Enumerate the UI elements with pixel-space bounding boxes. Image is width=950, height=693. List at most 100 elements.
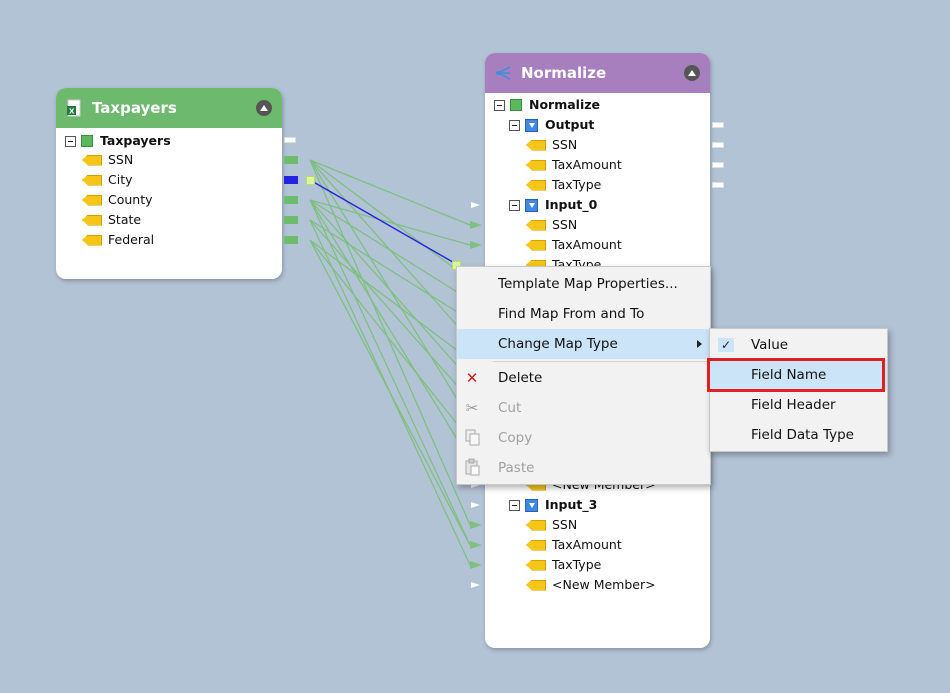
field-row[interactable]: TaxType xyxy=(526,175,601,195)
taxpayers-title: Taxpayers xyxy=(92,99,177,117)
field-label: SSN xyxy=(552,517,578,532)
taxpayers-header[interactable]: X Taxpayers xyxy=(56,88,282,128)
field-tag-icon xyxy=(82,214,102,226)
copy-icon xyxy=(461,428,483,448)
field-tag-icon xyxy=(526,559,546,571)
output-port-selected[interactable] xyxy=(284,176,298,184)
taxpayers-node[interactable]: X Taxpayers Taxpayers SSN City County St… xyxy=(56,88,282,279)
menu-item-copy[interactable]: Copy xyxy=(457,423,710,453)
submenu-item-field-header[interactable]: Field Header xyxy=(751,397,836,413)
field-label: TaxAmount xyxy=(552,157,622,172)
collapse-icon[interactable] xyxy=(256,100,272,116)
menu-item-find-map[interactable]: Find Map From and To xyxy=(498,306,645,322)
field-row[interactable]: TaxAmount xyxy=(526,155,622,175)
normalize-header[interactable]: Normalize xyxy=(485,53,710,93)
field-tag-icon xyxy=(526,139,546,151)
tree-row[interactable]: Output xyxy=(509,115,594,135)
submenu-item-field-data-type[interactable]: Field Data Type xyxy=(751,427,854,443)
input-port[interactable] xyxy=(471,482,480,488)
delete-x-icon: ✕ xyxy=(465,369,479,387)
field-row[interactable]: TaxAmount xyxy=(526,235,622,255)
scissors-icon: ✂ xyxy=(465,399,479,417)
field-tag-icon xyxy=(82,194,102,206)
normalize-root-label: Normalize xyxy=(529,97,600,112)
collapse-tree-icon[interactable] xyxy=(494,99,505,111)
menu-item-change-map-type[interactable]: Change Map Type xyxy=(457,329,710,359)
input-port[interactable] xyxy=(471,502,480,508)
record-icon xyxy=(510,99,522,111)
field-row[interactable]: SSN xyxy=(526,215,577,235)
field-label: SSN xyxy=(108,152,134,167)
output-port[interactable] xyxy=(284,236,298,244)
field-row[interactable]: <New Member> xyxy=(526,575,656,595)
field-tag-icon xyxy=(526,539,546,551)
check-icon: ✓ xyxy=(718,338,734,352)
submenu-item-value[interactable]: ✓ Value xyxy=(710,330,887,360)
menu-item-delete[interactable]: ✕ Delete xyxy=(457,363,710,393)
field-row[interactable]: SSN xyxy=(526,135,577,155)
field-row[interactable]: TaxType xyxy=(526,555,601,575)
output-port[interactable] xyxy=(712,182,724,188)
collapse-icon[interactable] xyxy=(684,65,700,81)
collapse-tree-icon[interactable] xyxy=(65,135,76,147)
group-icon xyxy=(525,498,538,512)
field-row[interactable]: City xyxy=(82,170,133,190)
field-label: SSN xyxy=(552,217,578,232)
highlight-callout xyxy=(707,358,885,392)
field-label: Federal xyxy=(108,232,155,247)
output-port[interactable] xyxy=(712,122,724,128)
menu-item-paste[interactable]: Paste xyxy=(457,453,710,483)
output-port[interactable] xyxy=(712,142,724,148)
connector-handle[interactable] xyxy=(306,176,315,185)
menu-item-template-map-properties[interactable]: Template Map Properties... xyxy=(498,276,678,292)
field-label: <New Member> xyxy=(552,577,656,592)
input-port[interactable] xyxy=(471,582,480,588)
field-tag-icon xyxy=(526,179,546,191)
output-port[interactable] xyxy=(284,137,296,143)
field-row[interactable]: County xyxy=(82,190,153,210)
field-tag-icon xyxy=(526,579,546,591)
field-tag-icon xyxy=(526,519,546,531)
tree-row[interactable]: Input_3 xyxy=(509,495,597,515)
group-icon xyxy=(525,198,538,212)
tree-row[interactable]: Normalize xyxy=(494,95,600,115)
field-label: TaxAmount xyxy=(552,237,622,252)
menu-item-cut[interactable]: ✂ Cut xyxy=(457,393,710,423)
normalize-title: Normalize xyxy=(521,64,607,82)
input3-label: Input_3 xyxy=(545,497,598,512)
group-icon xyxy=(525,118,538,132)
normalize-icon xyxy=(495,64,513,82)
field-tag-icon xyxy=(82,174,102,186)
input-port[interactable] xyxy=(471,202,480,208)
field-row[interactable]: SSN xyxy=(526,515,577,535)
tree-row[interactable]: Input_0 xyxy=(509,195,597,215)
output-label: Output xyxy=(545,117,595,132)
output-port[interactable] xyxy=(284,216,298,224)
collapse-tree-icon[interactable] xyxy=(509,499,520,511)
input0-label: Input_0 xyxy=(545,197,598,212)
field-label: TaxType xyxy=(552,177,602,192)
collapse-tree-icon[interactable] xyxy=(509,119,520,131)
paste-icon xyxy=(461,458,483,478)
output-port[interactable] xyxy=(284,156,298,164)
field-label: SSN xyxy=(552,137,578,152)
field-row[interactable]: TaxAmount xyxy=(526,535,622,555)
field-row[interactable]: State xyxy=(82,210,141,230)
collapse-tree-icon[interactable] xyxy=(509,199,520,211)
field-row[interactable]: SSN xyxy=(82,150,133,170)
record-icon xyxy=(81,135,93,147)
context-menu: Template Map Properties... Find Map From… xyxy=(456,266,711,485)
field-tag-icon xyxy=(526,219,546,231)
submenu-arrow-icon xyxy=(697,340,702,348)
field-tag-icon xyxy=(526,239,546,251)
field-label: TaxType xyxy=(552,557,602,572)
submenu-item-field-name[interactable]: Field Name xyxy=(710,360,887,390)
field-tag-icon xyxy=(82,234,102,246)
field-label: State xyxy=(108,212,142,227)
field-row[interactable]: Federal xyxy=(82,230,154,250)
output-port[interactable] xyxy=(284,196,298,204)
output-port[interactable] xyxy=(712,162,724,168)
field-label: County xyxy=(108,192,153,207)
tree-row[interactable]: Taxpayers xyxy=(65,131,171,151)
